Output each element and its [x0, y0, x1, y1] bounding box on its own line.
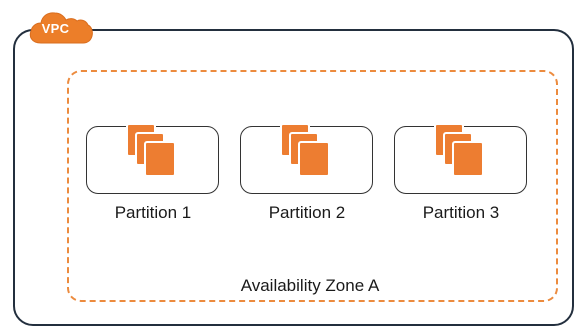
partition-box-3	[394, 123, 527, 194]
ec2-instances-icon	[434, 123, 484, 177]
cloud-icon	[29, 12, 93, 44]
ec2-instances-icon	[280, 123, 330, 177]
availability-zone-boundary	[67, 70, 558, 302]
vpc-badge	[27, 10, 94, 45]
vpc-label: VPC	[41, 21, 70, 36]
partition-label-1: Partition 1	[114, 203, 192, 222]
vpc-boundary	[13, 29, 574, 326]
partition-box-1	[86, 123, 219, 194]
partition-label-3: Partition 3	[422, 203, 500, 222]
availability-zone-label: Availability Zone A	[240, 276, 380, 295]
partition-label-2: Partition 2	[268, 203, 346, 222]
partition-box-2	[240, 123, 373, 194]
ec2-instances-icon	[126, 123, 176, 177]
